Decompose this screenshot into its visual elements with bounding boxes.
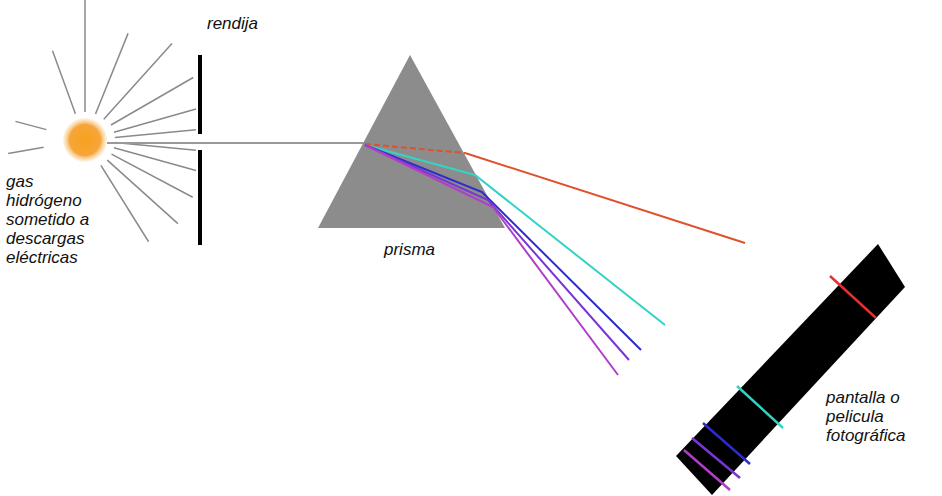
slit-label: rendija <box>207 14 297 33</box>
spectral-lines <box>684 276 876 490</box>
light-ray <box>114 148 196 171</box>
light-ray <box>111 78 193 126</box>
incident-beam <box>107 142 366 144</box>
screen-label: pantalla o pelicula fotográfica <box>826 388 934 445</box>
gas-source <box>63 118 107 162</box>
prism-label: prisma <box>384 240 464 259</box>
light-ray <box>84 0 86 112</box>
light-ray <box>101 165 149 241</box>
slit-plate <box>198 55 202 134</box>
light-ray <box>8 147 43 153</box>
light-ray <box>15 121 46 129</box>
source-label: gas hidrógeno sometido a descargas eléct… <box>6 172 102 267</box>
slit-plate <box>198 150 202 245</box>
light-ray <box>115 130 196 138</box>
light-ray <box>53 51 76 114</box>
prism <box>318 55 505 228</box>
screen <box>676 244 905 495</box>
light-ray <box>104 43 172 119</box>
dispersed-beams <box>365 144 745 375</box>
light-ray <box>95 33 128 114</box>
light-ray <box>114 109 196 132</box>
